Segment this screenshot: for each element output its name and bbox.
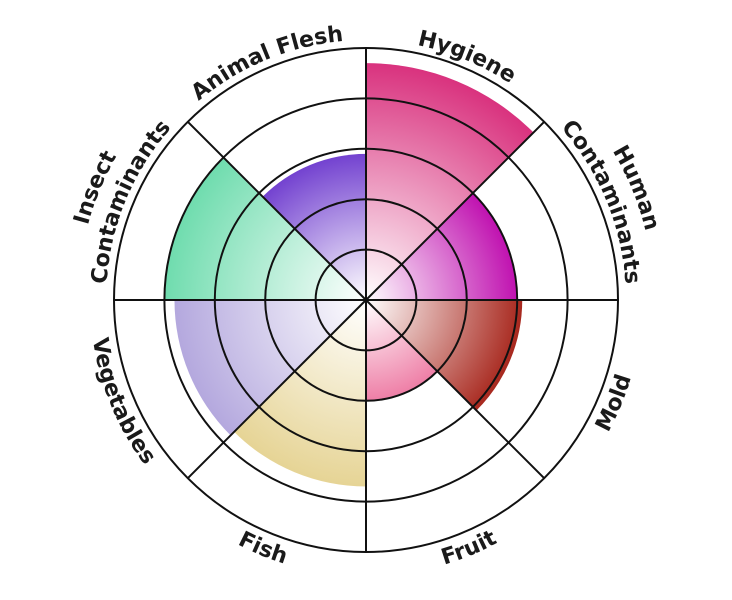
sector-layer bbox=[164, 63, 534, 487]
sector-insect-contaminants bbox=[164, 157, 366, 300]
category-label: Vegetables bbox=[87, 336, 161, 469]
category-label: Fish bbox=[234, 527, 290, 569]
grid-spoke bbox=[187, 121, 367, 301]
category-label: Fruit bbox=[438, 525, 501, 570]
category-label-text: Mold bbox=[591, 371, 637, 435]
category-label-text: Fruit bbox=[438, 525, 501, 570]
category-label-text: Animal Flesh bbox=[187, 22, 345, 106]
sector-fruit bbox=[366, 300, 438, 401]
grid-layer bbox=[113, 47, 619, 553]
sector-fish bbox=[234, 300, 366, 487]
sector-animal-flesh bbox=[262, 153, 366, 300]
category-label: Animal Flesh bbox=[187, 22, 345, 106]
category-label: Mold bbox=[591, 371, 637, 435]
sector-hygiene bbox=[366, 63, 534, 301]
grid-spoke bbox=[365, 121, 545, 301]
grid-spoke bbox=[365, 299, 545, 479]
grid-spoke bbox=[187, 299, 367, 479]
sector-vegetables bbox=[174, 300, 366, 436]
sector-mold bbox=[366, 300, 523, 411]
sector-human-contaminants bbox=[366, 193, 518, 300]
category-label-text: Fish bbox=[234, 527, 290, 569]
category-label-text: Vegetables bbox=[87, 336, 161, 469]
